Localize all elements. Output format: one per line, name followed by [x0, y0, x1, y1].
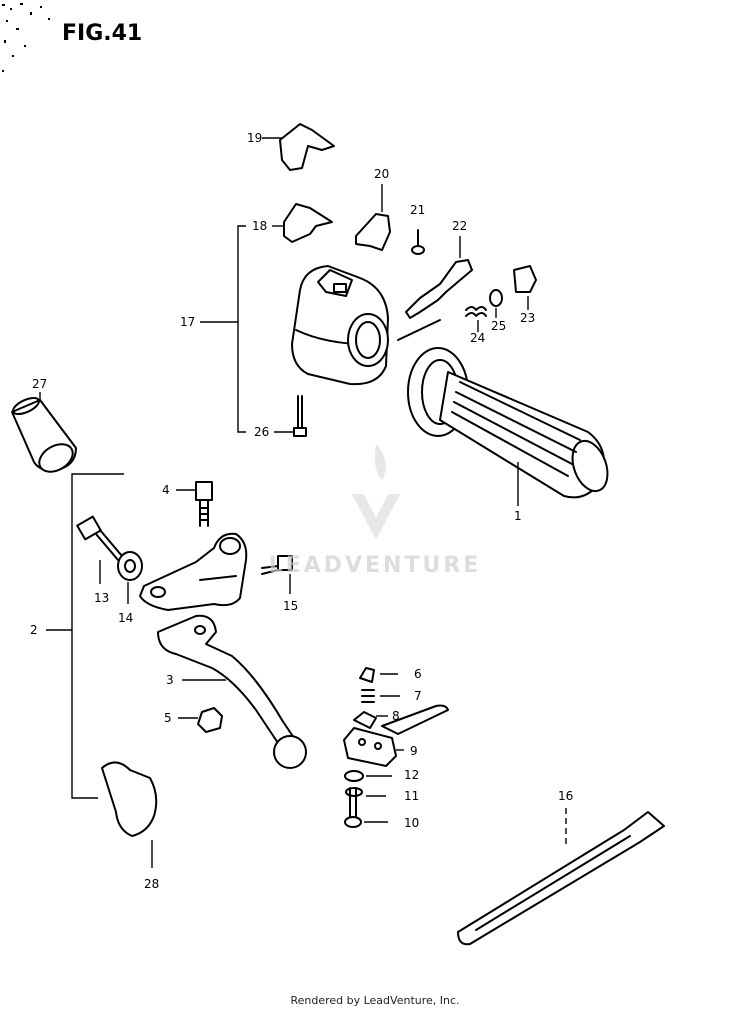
callout-3: 3	[166, 673, 174, 687]
callout-9: 9	[410, 744, 418, 758]
part-7-spring	[361, 689, 400, 703]
part-8-cable-clamp	[353, 704, 449, 735]
part-25-washer	[489, 289, 503, 318]
part-14-locknut	[117, 551, 143, 604]
bracket-2	[71, 473, 124, 799]
callout-24: 24	[470, 331, 485, 345]
part-5-nut	[178, 707, 223, 733]
watermark-logo	[352, 444, 400, 540]
part-9-switch-block	[343, 727, 404, 767]
callout-18: 18	[252, 219, 267, 233]
part-15-clamp-bolt	[261, 555, 293, 594]
watermark-text: LEADVENTURE	[268, 553, 482, 578]
callout-8: 8	[392, 709, 400, 723]
figure-title: FIG.41	[62, 21, 142, 46]
callout-6: 6	[414, 667, 422, 681]
part-10-screw	[344, 787, 388, 828]
callout-4: 4	[162, 483, 170, 497]
callout-15: 15	[283, 599, 298, 613]
callout-20: 20	[374, 167, 389, 181]
part-18-switch-cap	[272, 203, 333, 243]
footer-credit: Rendered by LeadVenture, Inc.	[290, 994, 460, 1007]
scan-noise	[2, 3, 50, 72]
part-11-lock-washer	[345, 787, 386, 797]
callout-13: 13	[94, 591, 109, 605]
callout-11: 11	[404, 789, 419, 803]
part-12-washer	[344, 770, 392, 782]
part-16-cable-tie	[457, 808, 665, 946]
callout-2: 2	[30, 623, 38, 637]
part-13-adjuster-bolt	[76, 515, 123, 584]
part-6-cap	[359, 667, 398, 683]
part-17-switch-housing	[291, 265, 441, 386]
callout-26: 26	[254, 425, 269, 439]
part-26-screw	[274, 395, 307, 437]
callout-27: 27	[32, 377, 47, 391]
callout-19: 19	[247, 131, 262, 145]
part-28-lever-cover	[101, 761, 158, 868]
callout-21: 21	[410, 203, 425, 217]
callout-14: 14	[118, 611, 133, 625]
part-19-switch-cap	[262, 123, 335, 171]
part-4-pivot-bolt	[176, 481, 213, 527]
part-24-spring	[465, 306, 487, 332]
callout-16: 16	[558, 789, 573, 803]
part-27-lever-boot	[11, 392, 77, 473]
part-22-lever-plate	[405, 236, 473, 319]
callout-22: 22	[452, 219, 467, 233]
part-20-switch-knob	[355, 184, 391, 251]
callout-25: 25	[491, 319, 506, 333]
callout-7: 7	[414, 689, 422, 703]
part-3-clutch-lever	[157, 614, 307, 769]
part-23-plug	[513, 265, 537, 310]
callout-5: 5	[164, 711, 172, 725]
callout-10: 10	[404, 816, 419, 830]
callout-28: 28	[144, 877, 159, 891]
callout-12: 12	[404, 768, 419, 782]
part-lever-holder	[139, 532, 248, 611]
callout-17: 17	[180, 315, 195, 329]
callout-1: 1	[514, 509, 522, 523]
callout-23: 23	[520, 311, 535, 325]
part-21-screw	[411, 229, 425, 255]
part-1-handle-grip	[407, 347, 609, 506]
